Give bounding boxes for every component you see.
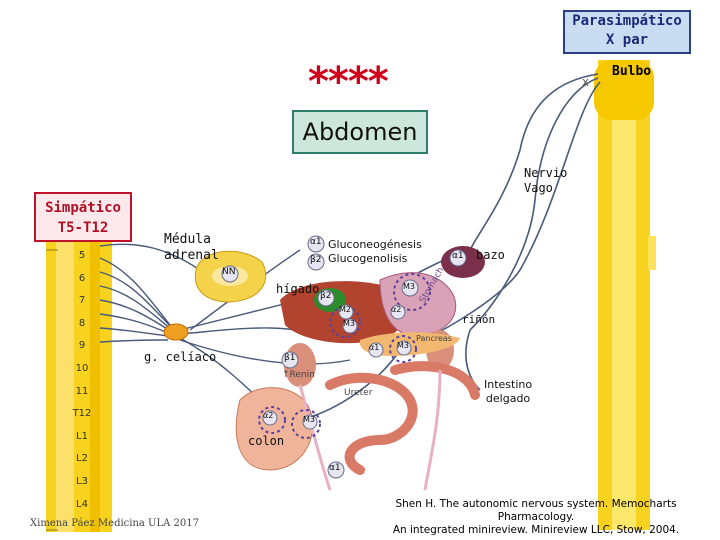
brainstem-cord — [594, 60, 656, 530]
kidney-label: riñón — [462, 313, 496, 326]
receptor-m3-colon: M3 — [303, 415, 315, 424]
citation-line2: An integrated minireview. Minireview LLC… — [392, 524, 680, 536]
sympathetic-title: Simpático — [45, 200, 121, 216]
abdomen-title: Abdomen — [302, 118, 418, 146]
receptor-m3-liver: M3 — [343, 319, 355, 328]
liver-label: hígado — [276, 282, 320, 296]
citation: Shen H. The autonomic nervous system. Me… — [376, 498, 696, 537]
intestines — [325, 361, 480, 475]
receptor-alpha1-pancreas: α1 — [369, 343, 380, 352]
vertebra-label: 7 — [78, 295, 86, 307]
bulbo-label: Bulbo — [612, 64, 652, 79]
receptor-nn-adrenal: NN — [222, 267, 236, 277]
receptor-alpha2-stomach: α2 — [391, 305, 402, 314]
x-mark-label: X — [582, 78, 589, 89]
parasympathetic-title: Parasimpático — [572, 13, 682, 29]
parasympathetic-subtitle: X par — [605, 32, 649, 48]
receptor-alpha1-intestine: α1 — [329, 463, 341, 473]
colon-label: colon — [248, 434, 285, 448]
receptor-beta1-kidney: β1 — [284, 353, 296, 363]
vertebra-label: 10 — [75, 363, 89, 374]
receptor-m3-stomach: M3 — [403, 282, 415, 291]
parasympathetic-label-box: Parasimpático X par — [563, 10, 691, 54]
vagus-label: Nervio Vago — [524, 166, 567, 196]
sympathetic-subtitle: T5-T12 — [57, 220, 109, 236]
small-intestine-line2: delgado — [485, 392, 531, 405]
vertebra-label: 8 — [78, 317, 86, 329]
adrenal-medulla-line1: Médula — [164, 232, 211, 247]
abdomen-label-box: Abdomen — [292, 110, 428, 154]
spinal-nerve-ticks — [46, 249, 58, 531]
glucose-line1: Gluconeogénesis — [328, 238, 422, 251]
vertebra-label: L3 — [76, 476, 88, 487]
receptor-highlights — [258, 273, 431, 439]
vertebra-label: 6 — [78, 272, 86, 284]
receptor-alpha1-spleen: α1 — [452, 251, 464, 261]
celiac-ganglion — [163, 323, 189, 341]
citation-line1: Shen H. The autonomic nervous system. Me… — [395, 498, 677, 523]
pancreas-organ-label: Pancreas — [416, 334, 452, 343]
ureter-vessel — [298, 369, 442, 491]
glucose-label: Gluconeogénesis Glucogenolisis — [328, 238, 422, 266]
sympathetic-label-box: Simpático T5-T12 — [34, 192, 132, 242]
small-intestine-label: Intestino delgado — [484, 378, 532, 406]
sympathetic-spine — [46, 242, 112, 532]
spleen-label: bazo — [476, 248, 505, 262]
receptor-m3-pancreas: M3 — [397, 341, 409, 350]
ureter-organ-label: Ureter — [344, 388, 373, 398]
glucose-line2: Glucogenolisis — [328, 252, 408, 265]
vagus-label-line1: Nervio — [524, 166, 568, 180]
celiac-ganglion-label: g. celíaco — [144, 350, 217, 364]
renin-organ-label: ↑Renin — [282, 370, 315, 380]
small-intestine-line1: Intestino — [484, 378, 533, 391]
vertebra-label: L2 — [76, 453, 88, 465]
vertebra-label: 9 — [78, 340, 86, 352]
receptor-beta2-adrenal: β2 — [310, 255, 322, 265]
receptor-m2-liver: M2 — [339, 305, 351, 314]
adrenal-medulla-line2: adrenal — [164, 248, 219, 263]
vertebra-label: T12 — [72, 408, 92, 420]
vertebra-label: L1 — [76, 430, 88, 442]
stomach — [379, 272, 457, 336]
receptor-alpha2-colon: α2 — [263, 411, 274, 420]
vagus-label-line2: Vago — [524, 181, 553, 195]
receptor-circles — [221, 235, 467, 479]
vertebra-label: L4 — [76, 498, 88, 510]
colon — [235, 387, 314, 471]
receptor-beta2-liver: β2 — [320, 291, 332, 301]
vertebra-label: 11 — [75, 385, 89, 397]
receptor-alpha1-adrenal: α1 — [310, 237, 322, 247]
author-signature: Ximena Páez Medicina ULA 2017 — [30, 518, 199, 529]
vertebra-label: 5 — [78, 250, 86, 261]
adrenal-medulla-label: Médula adrenal — [164, 232, 219, 264]
stars-marker: **** — [308, 59, 389, 105]
